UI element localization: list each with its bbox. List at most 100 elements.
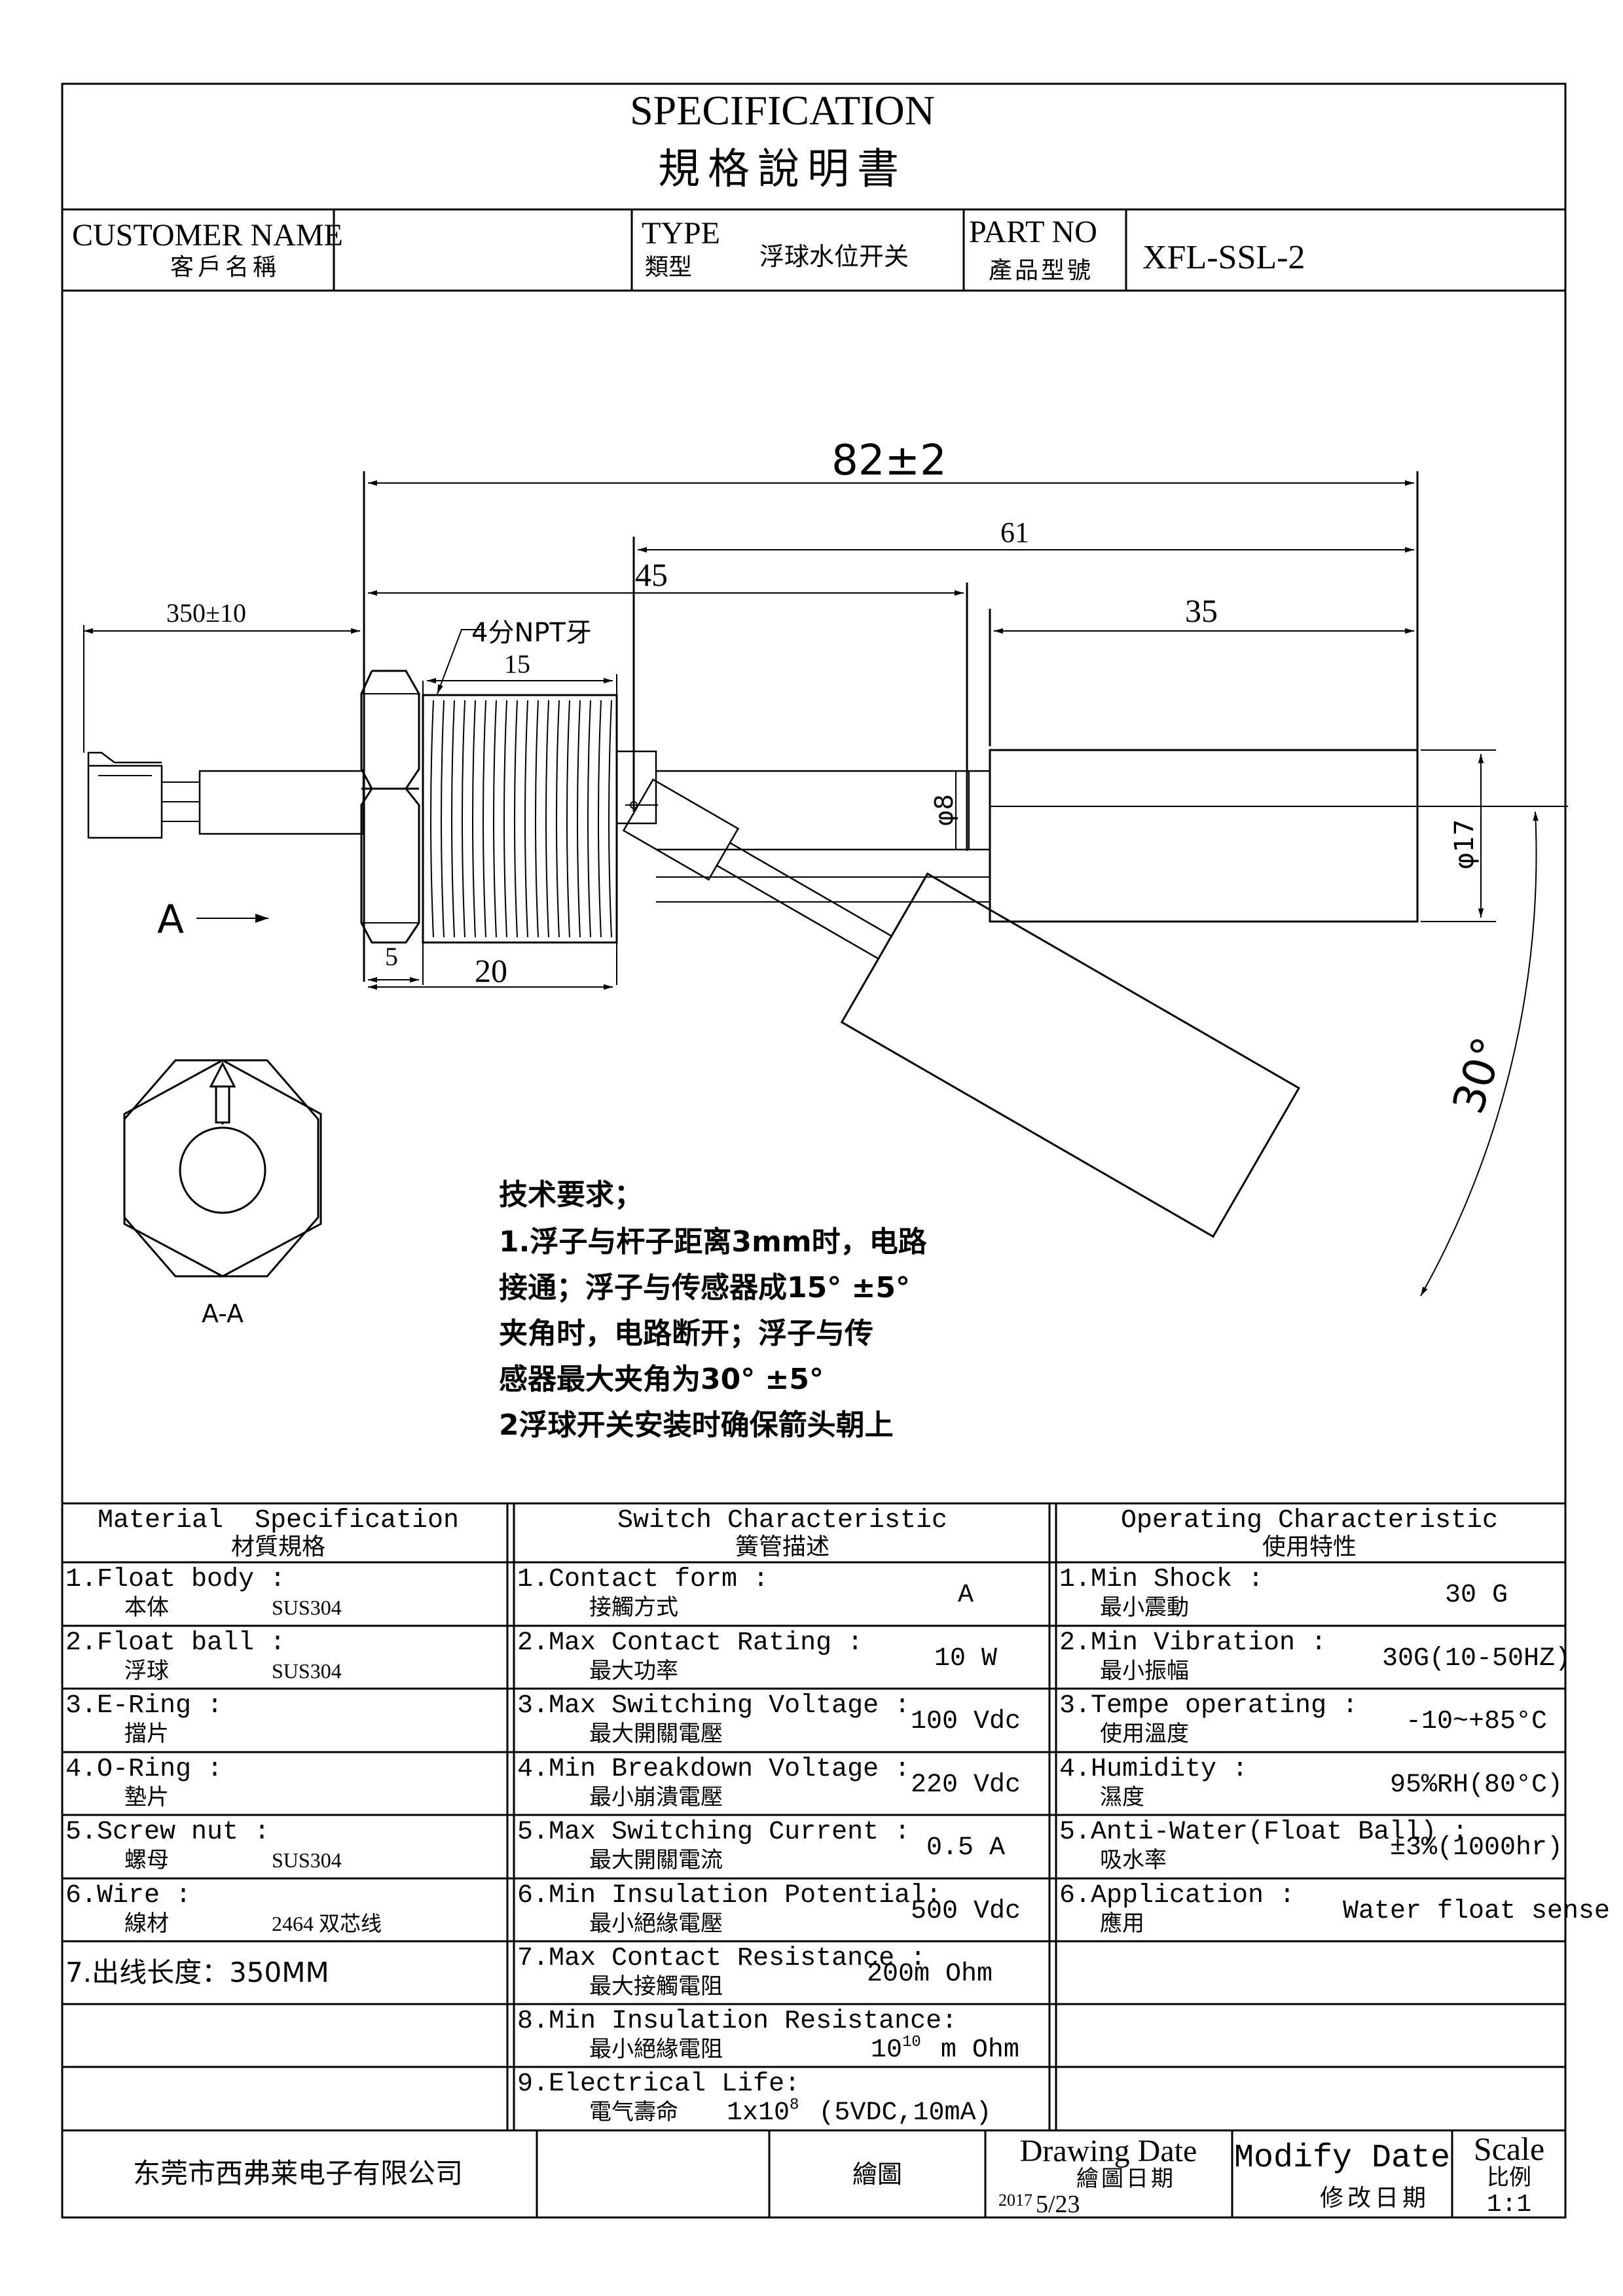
spec-label-zh: 最大開關電流 bbox=[589, 1847, 723, 1873]
spec-value: 10 W bbox=[934, 1644, 997, 1674]
thread-line bbox=[566, 700, 570, 938]
spec-value: SUS304 bbox=[272, 1596, 342, 1619]
type-label-en: TYPE bbox=[642, 216, 720, 251]
modify-date-zh: 修改日期 bbox=[1320, 2185, 1430, 2212]
spec-label-zh: 最小振幅 bbox=[1100, 1658, 1189, 1684]
note-line: 1.浮子与杆子距离3mm时，电路 bbox=[499, 1225, 928, 1259]
spec-label-en: 5.Max Switching Current : bbox=[517, 1818, 910, 1847]
spec-label-en: 4.Min Breakdown Voltage : bbox=[517, 1755, 910, 1784]
header-text: SPECIFICATION 規格說明書 CUSTOMER NAME 客戶名稱 T… bbox=[72, 87, 1305, 284]
thread-line bbox=[462, 700, 465, 938]
switch-title-en: Switch Characteristic bbox=[617, 1506, 947, 1535]
spec-value-unit: (5VDC,10mA) bbox=[803, 2098, 991, 2128]
type-value: 浮球水位开关 bbox=[759, 242, 909, 271]
spec-value: 100 Vdc bbox=[911, 1707, 1021, 1736]
note-line: 夹角时，电路断开；浮子与传 bbox=[499, 1317, 873, 1350]
spec-value: 500 Vdc bbox=[911, 1897, 1021, 1926]
spec-label-zh: 最小絕緣電壓 bbox=[589, 1910, 723, 1937]
spec-label-zh: 使用溫度 bbox=[1100, 1721, 1189, 1747]
thread-line bbox=[577, 700, 581, 938]
notes-heading: 技术要求； bbox=[499, 1178, 643, 1211]
spec-label-en: 3.E-Ring : bbox=[65, 1691, 223, 1721]
spec-label-en: 2.Max Contact Rating : bbox=[517, 1628, 863, 1658]
spec-table-grid bbox=[62, 1502, 1565, 2217]
spec-label-zh: 最小絕緣電阻 bbox=[589, 2036, 723, 2062]
note-line: 接通；浮子与传感器成15° ±5° bbox=[499, 1271, 910, 1304]
scale-en: Scale bbox=[1474, 2130, 1544, 2167]
dim-thread: 15 bbox=[504, 649, 530, 679]
thread-line bbox=[598, 700, 602, 938]
spec-label-en: 2.Min Vibration : bbox=[1059, 1628, 1326, 1658]
spec-label-en: 6.Application : bbox=[1059, 1881, 1295, 1910]
thread-line bbox=[430, 700, 434, 938]
thread-line bbox=[472, 700, 476, 938]
dim-45: 45 bbox=[635, 556, 668, 593]
spec-label-en: 6.Wire : bbox=[65, 1881, 191, 1910]
dim-35: 35 bbox=[1185, 592, 1218, 629]
dim-d17: φ17 bbox=[1450, 819, 1480, 869]
dim-20: 20 bbox=[475, 952, 507, 989]
thread-line bbox=[451, 700, 455, 938]
spec-value: Water float sense bbox=[1343, 1897, 1610, 1926]
customer-label-en: CUSTOMER NAME bbox=[72, 218, 343, 253]
note-line: 感器最大夹角为30° ±5° bbox=[499, 1363, 824, 1396]
dimension-labels: 82±2 61 45 35 350±10 4分NPT牙 15 5 20 φ8 φ… bbox=[157, 437, 1514, 1328]
drawing-date-md: 5/23 bbox=[1036, 2191, 1080, 2218]
dim-total: 82±2 bbox=[831, 437, 947, 485]
thread-line bbox=[503, 700, 507, 938]
spec-label-zh: 最大功率 bbox=[589, 1658, 678, 1684]
spec-value: SUS304 bbox=[272, 1659, 342, 1683]
footer-text: 东莞市西弗莱电子有限公司 繪圖 Drawing Date 繪圖日期 2017 5… bbox=[133, 2130, 1544, 2219]
thread-line bbox=[483, 700, 486, 938]
spec-label-zh: 應用 bbox=[1100, 1910, 1144, 1937]
section-marker: A bbox=[157, 897, 184, 942]
spec-label-en: 7.出线长度：350MM bbox=[65, 1956, 329, 1988]
spec-value: 30G(10-50HZ) bbox=[1382, 1644, 1571, 1674]
note-line: 2浮球开关安装时确保箭头朝上 bbox=[499, 1408, 894, 1442]
spec-label-en: 3.Max Switching Voltage : bbox=[517, 1691, 910, 1721]
thread-line bbox=[441, 700, 445, 938]
customer-label-zh: 客戶名稱 bbox=[170, 254, 280, 281]
spec-label-zh: 螺母 bbox=[124, 1847, 169, 1873]
material-title-zh: 材質規格 bbox=[231, 1534, 325, 1560]
spec-label-en: 1.Min Shock : bbox=[1059, 1565, 1264, 1594]
drawing-date-year: 2017 bbox=[998, 2191, 1032, 2210]
spec-label-zh: 最大接觸電阻 bbox=[589, 1973, 723, 2000]
thread-note: 4分NPT牙 bbox=[471, 618, 592, 648]
spec-label-en: 9.Electrical Life: bbox=[517, 2070, 800, 2099]
spec-label-en: 5.Anti-Water(Float Ball) : bbox=[1059, 1818, 1468, 1847]
thread-line bbox=[514, 700, 518, 938]
thread-line bbox=[524, 700, 528, 938]
spec-value-unit: m Ohm bbox=[925, 2036, 1019, 2065]
part-value: XFL-SSL-2 bbox=[1142, 239, 1305, 276]
spec-value: 1010 m Ohm bbox=[871, 2034, 1019, 2065]
spec-value: 200m Ohm bbox=[867, 1960, 993, 1989]
spec-label-en: 6.Min Insulation Potential: bbox=[517, 1881, 941, 1910]
spec-headers: Material Specification 材質規格 Switch Chara… bbox=[98, 1506, 1498, 1560]
spec-value-base: 1x10 bbox=[727, 2098, 790, 2128]
dim-cable: 350±10 bbox=[166, 598, 246, 628]
spec-value-exp: 8 bbox=[790, 2096, 799, 2114]
modify-date-en: Modify Date bbox=[1234, 2140, 1450, 2177]
spec-value: 30 G bbox=[1445, 1581, 1508, 1610]
scale-zh: 比例 bbox=[1487, 2164, 1531, 2191]
spec-label-zh: 擋片 bbox=[124, 1721, 169, 1747]
technical-notes: 技术要求； 1.浮子与杆子距离3mm时，电路 接通；浮子与传感器成15° ±5°… bbox=[499, 1178, 928, 1442]
spec-value: SUS304 bbox=[272, 1848, 342, 1872]
spec-label-zh: 浮球 bbox=[124, 1658, 169, 1684]
spec-label-en: 1.Float body : bbox=[65, 1565, 285, 1594]
company-name: 东莞市西弗莱电子有限公司 bbox=[133, 2157, 463, 2189]
angle-label: 30° bbox=[1443, 1031, 1514, 1120]
spec-label-en: 3.Tempe operating : bbox=[1059, 1691, 1358, 1721]
spec-label-zh: 本体 bbox=[124, 1594, 169, 1621]
thread-line bbox=[608, 700, 612, 938]
spec-value: 220 Vdc bbox=[911, 1770, 1021, 1800]
spec-value: A bbox=[958, 1581, 974, 1610]
drawing-date-zh: 繪圖日期 bbox=[1076, 2166, 1176, 2192]
spec-value: ±3%(1000hr) bbox=[1390, 1833, 1563, 1863]
dim-5: 5 bbox=[385, 942, 398, 971]
frame bbox=[61, 82, 1567, 2219]
spec-label-zh: 吸水率 bbox=[1100, 1847, 1167, 1873]
draw-label: 繪圖 bbox=[852, 2160, 902, 2189]
